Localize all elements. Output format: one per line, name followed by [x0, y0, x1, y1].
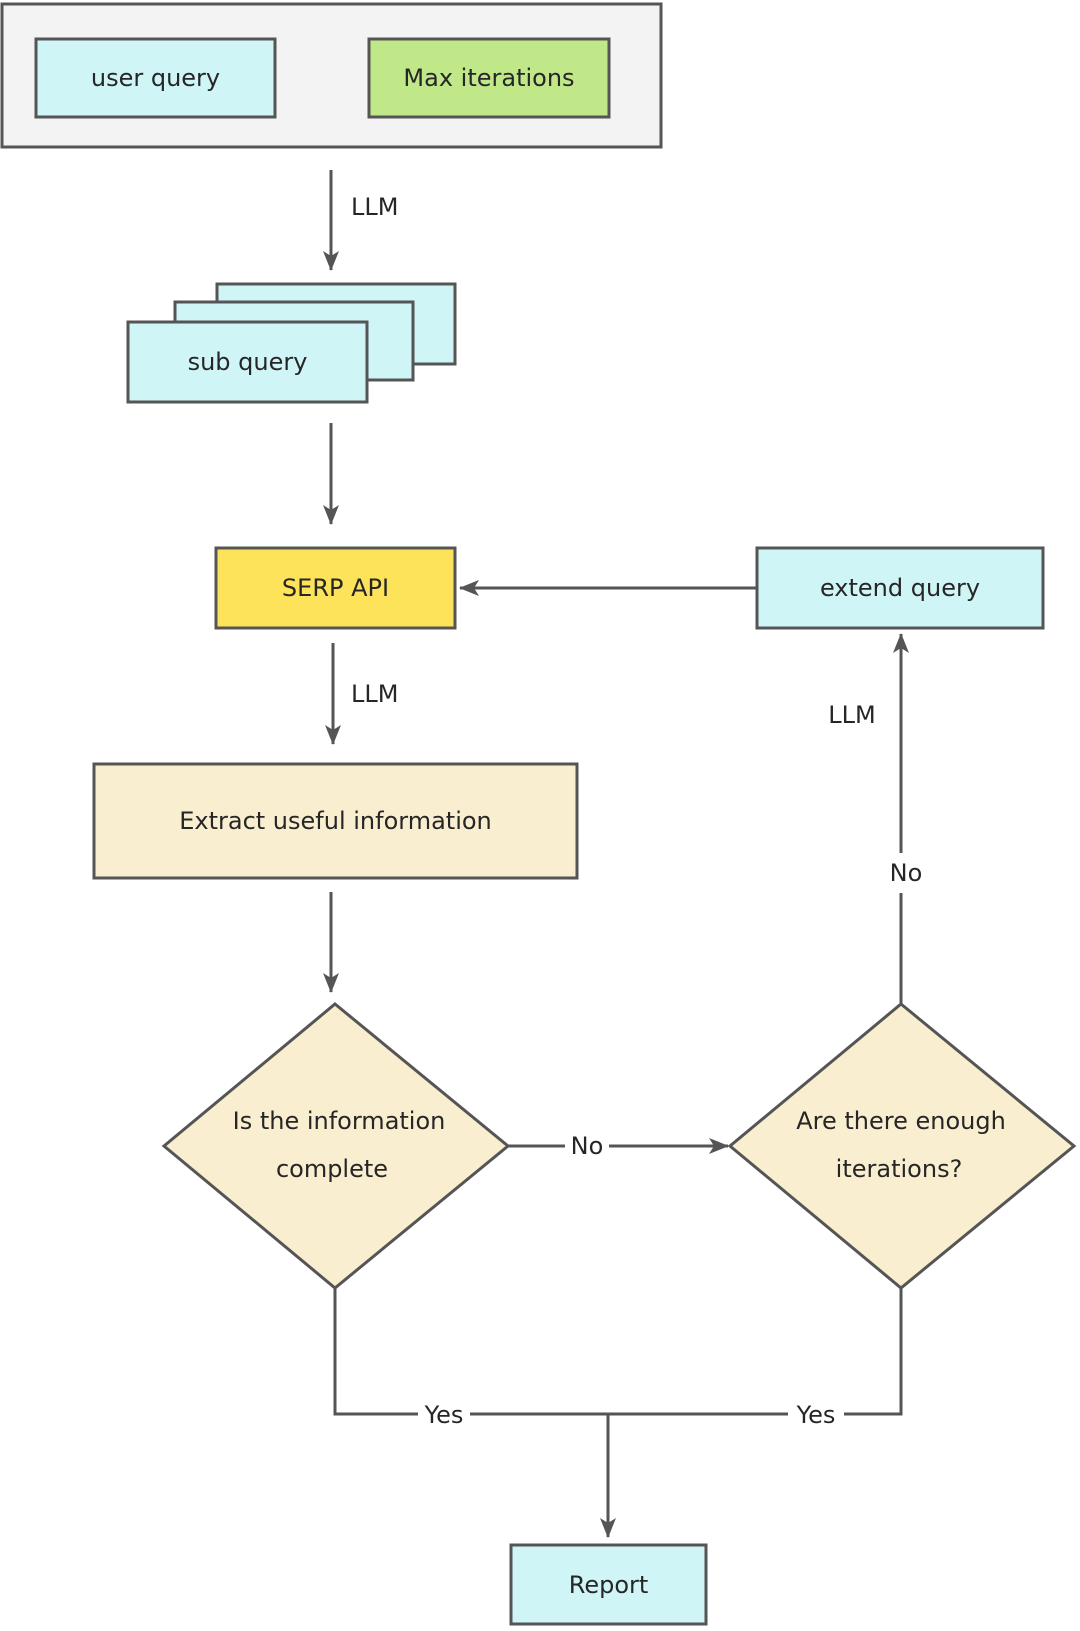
edge-label-yes-2: Yes: [796, 1401, 836, 1429]
extend-query-node: extend query: [755, 546, 1045, 630]
sub-query-card-front: [126, 320, 369, 404]
user-query-node: user query: [34, 37, 277, 119]
decision-enough-iterations-line1: Are there enough: [796, 1107, 1006, 1135]
edge-label-yes-1: Yes: [424, 1401, 464, 1429]
path-enough-yes: [608, 1288, 903, 1416]
extract-info-label: Extract useful information: [179, 807, 492, 835]
edge-label-llm-2: LLM: [351, 680, 398, 708]
decision-info-complete-line1: Is the information: [233, 1107, 446, 1135]
edge-label-no-2: No: [890, 859, 923, 887]
report-node: Report: [509, 1543, 708, 1626]
edge-label-llm-1: LLM: [351, 193, 398, 221]
edge-label-bg-no-1: [565, 1130, 609, 1162]
edge-label-bg-yes-2: [788, 1398, 844, 1430]
decision-info-complete-line2: complete: [276, 1155, 388, 1183]
edge-label-llm-3: LLM: [828, 701, 875, 729]
extract-info-node: Extract useful information: [92, 762, 579, 880]
max-iterations-label: Max iterations: [403, 64, 574, 92]
user-query-label: user query: [91, 64, 220, 92]
decision-info-complete: Is the information complete: [161, 1002, 511, 1290]
sub-query-label: sub query: [188, 348, 308, 376]
serp-api-label: SERP API: [282, 574, 389, 602]
edge-label-bg-yes-1: [418, 1398, 470, 1430]
report-label: Report: [569, 1571, 649, 1599]
edge-label-no-1: No: [571, 1132, 604, 1160]
serp-api-node: SERP API: [214, 546, 457, 630]
decision-enough-iterations: Are there enough iterations?: [727, 1002, 1077, 1290]
decision-enough-iterations-line2: iterations?: [836, 1155, 963, 1183]
max-iterations-node: Max iterations: [367, 37, 611, 119]
edge-label-bg-no-2: [880, 853, 928, 893]
sub-query-stack: sub query: [126, 282, 457, 404]
extend-query-label: extend query: [820, 574, 980, 602]
path-complete-yes: [333, 1288, 608, 1416]
